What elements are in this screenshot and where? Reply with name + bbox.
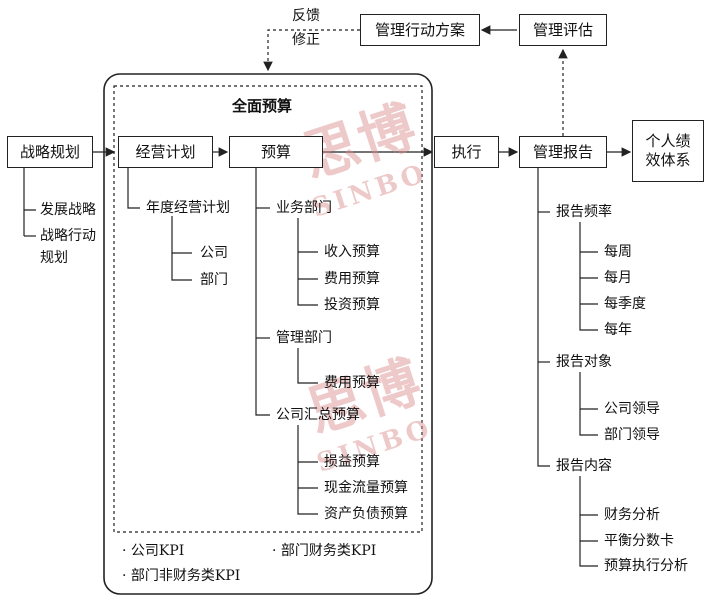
mgmt-dept-item-1: 费用预算 xyxy=(324,375,380,391)
annual-child-company: 公司 xyxy=(200,245,228,261)
management-evaluation-box: 管理评估 xyxy=(519,14,607,46)
management-report-box: 管理报告 xyxy=(519,136,607,168)
correction-label: 修正 xyxy=(292,32,320,48)
strategy-child-1: 发展战略 xyxy=(40,202,96,218)
feedback-label: 反馈 xyxy=(292,8,320,24)
strategy-child-2b: 规划 xyxy=(40,250,68,266)
business-dept-item-2: 费用预算 xyxy=(324,271,380,287)
business-dept-label: 业务部门 xyxy=(276,200,332,216)
business-dept-item-1: 收入预算 xyxy=(324,244,380,260)
mgmt-dept-label: 管理部门 xyxy=(276,330,332,346)
budget-dashed-frame xyxy=(113,85,423,533)
report-content-label: 报告内容 xyxy=(556,458,612,474)
management-action-box: 管理行动方案 xyxy=(360,14,480,46)
strategy-plan-box: 战略规划 xyxy=(7,136,93,168)
kpi-dept-nonfinancial: · 部门非财务类KPI xyxy=(122,568,241,584)
business-plan-box: 经营计划 xyxy=(118,136,213,168)
personal-performance-box: 个人绩效体系 xyxy=(632,120,704,182)
company-summary-item-3: 资产负债预算 xyxy=(324,506,408,522)
company-summary-item-1: 损益预算 xyxy=(324,454,380,470)
strategy-child-2: 战略行动 xyxy=(40,228,96,244)
content-budget-execution: 预算执行分析 xyxy=(604,558,688,574)
company-summary-item-2: 现金流量预算 xyxy=(324,480,408,496)
frequency-quarterly: 每季度 xyxy=(604,296,646,312)
audience-dept-leader: 部门领导 xyxy=(604,427,660,443)
budget-outer-frame xyxy=(103,73,433,595)
budget-box: 预算 xyxy=(229,136,323,168)
frequency-weekly: 每周 xyxy=(604,244,632,260)
business-dept-item-3: 投资预算 xyxy=(324,297,380,313)
kpi-company: · 公司KPI xyxy=(122,543,185,559)
annual-plan-label: 年度经营计划 xyxy=(146,200,230,216)
content-financial-analysis: 财务分析 xyxy=(604,507,660,523)
kpi-dept-financial: · 部门财务类KPI xyxy=(272,543,377,559)
annual-child-dept: 部门 xyxy=(200,272,228,288)
company-summary-label: 公司汇总预算 xyxy=(276,407,360,423)
panel-title: 全面预算 xyxy=(232,97,293,115)
audience-company-leader: 公司领导 xyxy=(604,401,660,417)
execute-box: 执行 xyxy=(434,136,499,168)
content-balanced-scorecard: 平衡分数卡 xyxy=(604,533,674,549)
frequency-monthly: 每月 xyxy=(604,270,632,286)
report-frequency-label: 报告频率 xyxy=(556,204,612,220)
frequency-yearly: 每年 xyxy=(604,322,632,338)
report-audience-label: 报告对象 xyxy=(556,354,612,370)
